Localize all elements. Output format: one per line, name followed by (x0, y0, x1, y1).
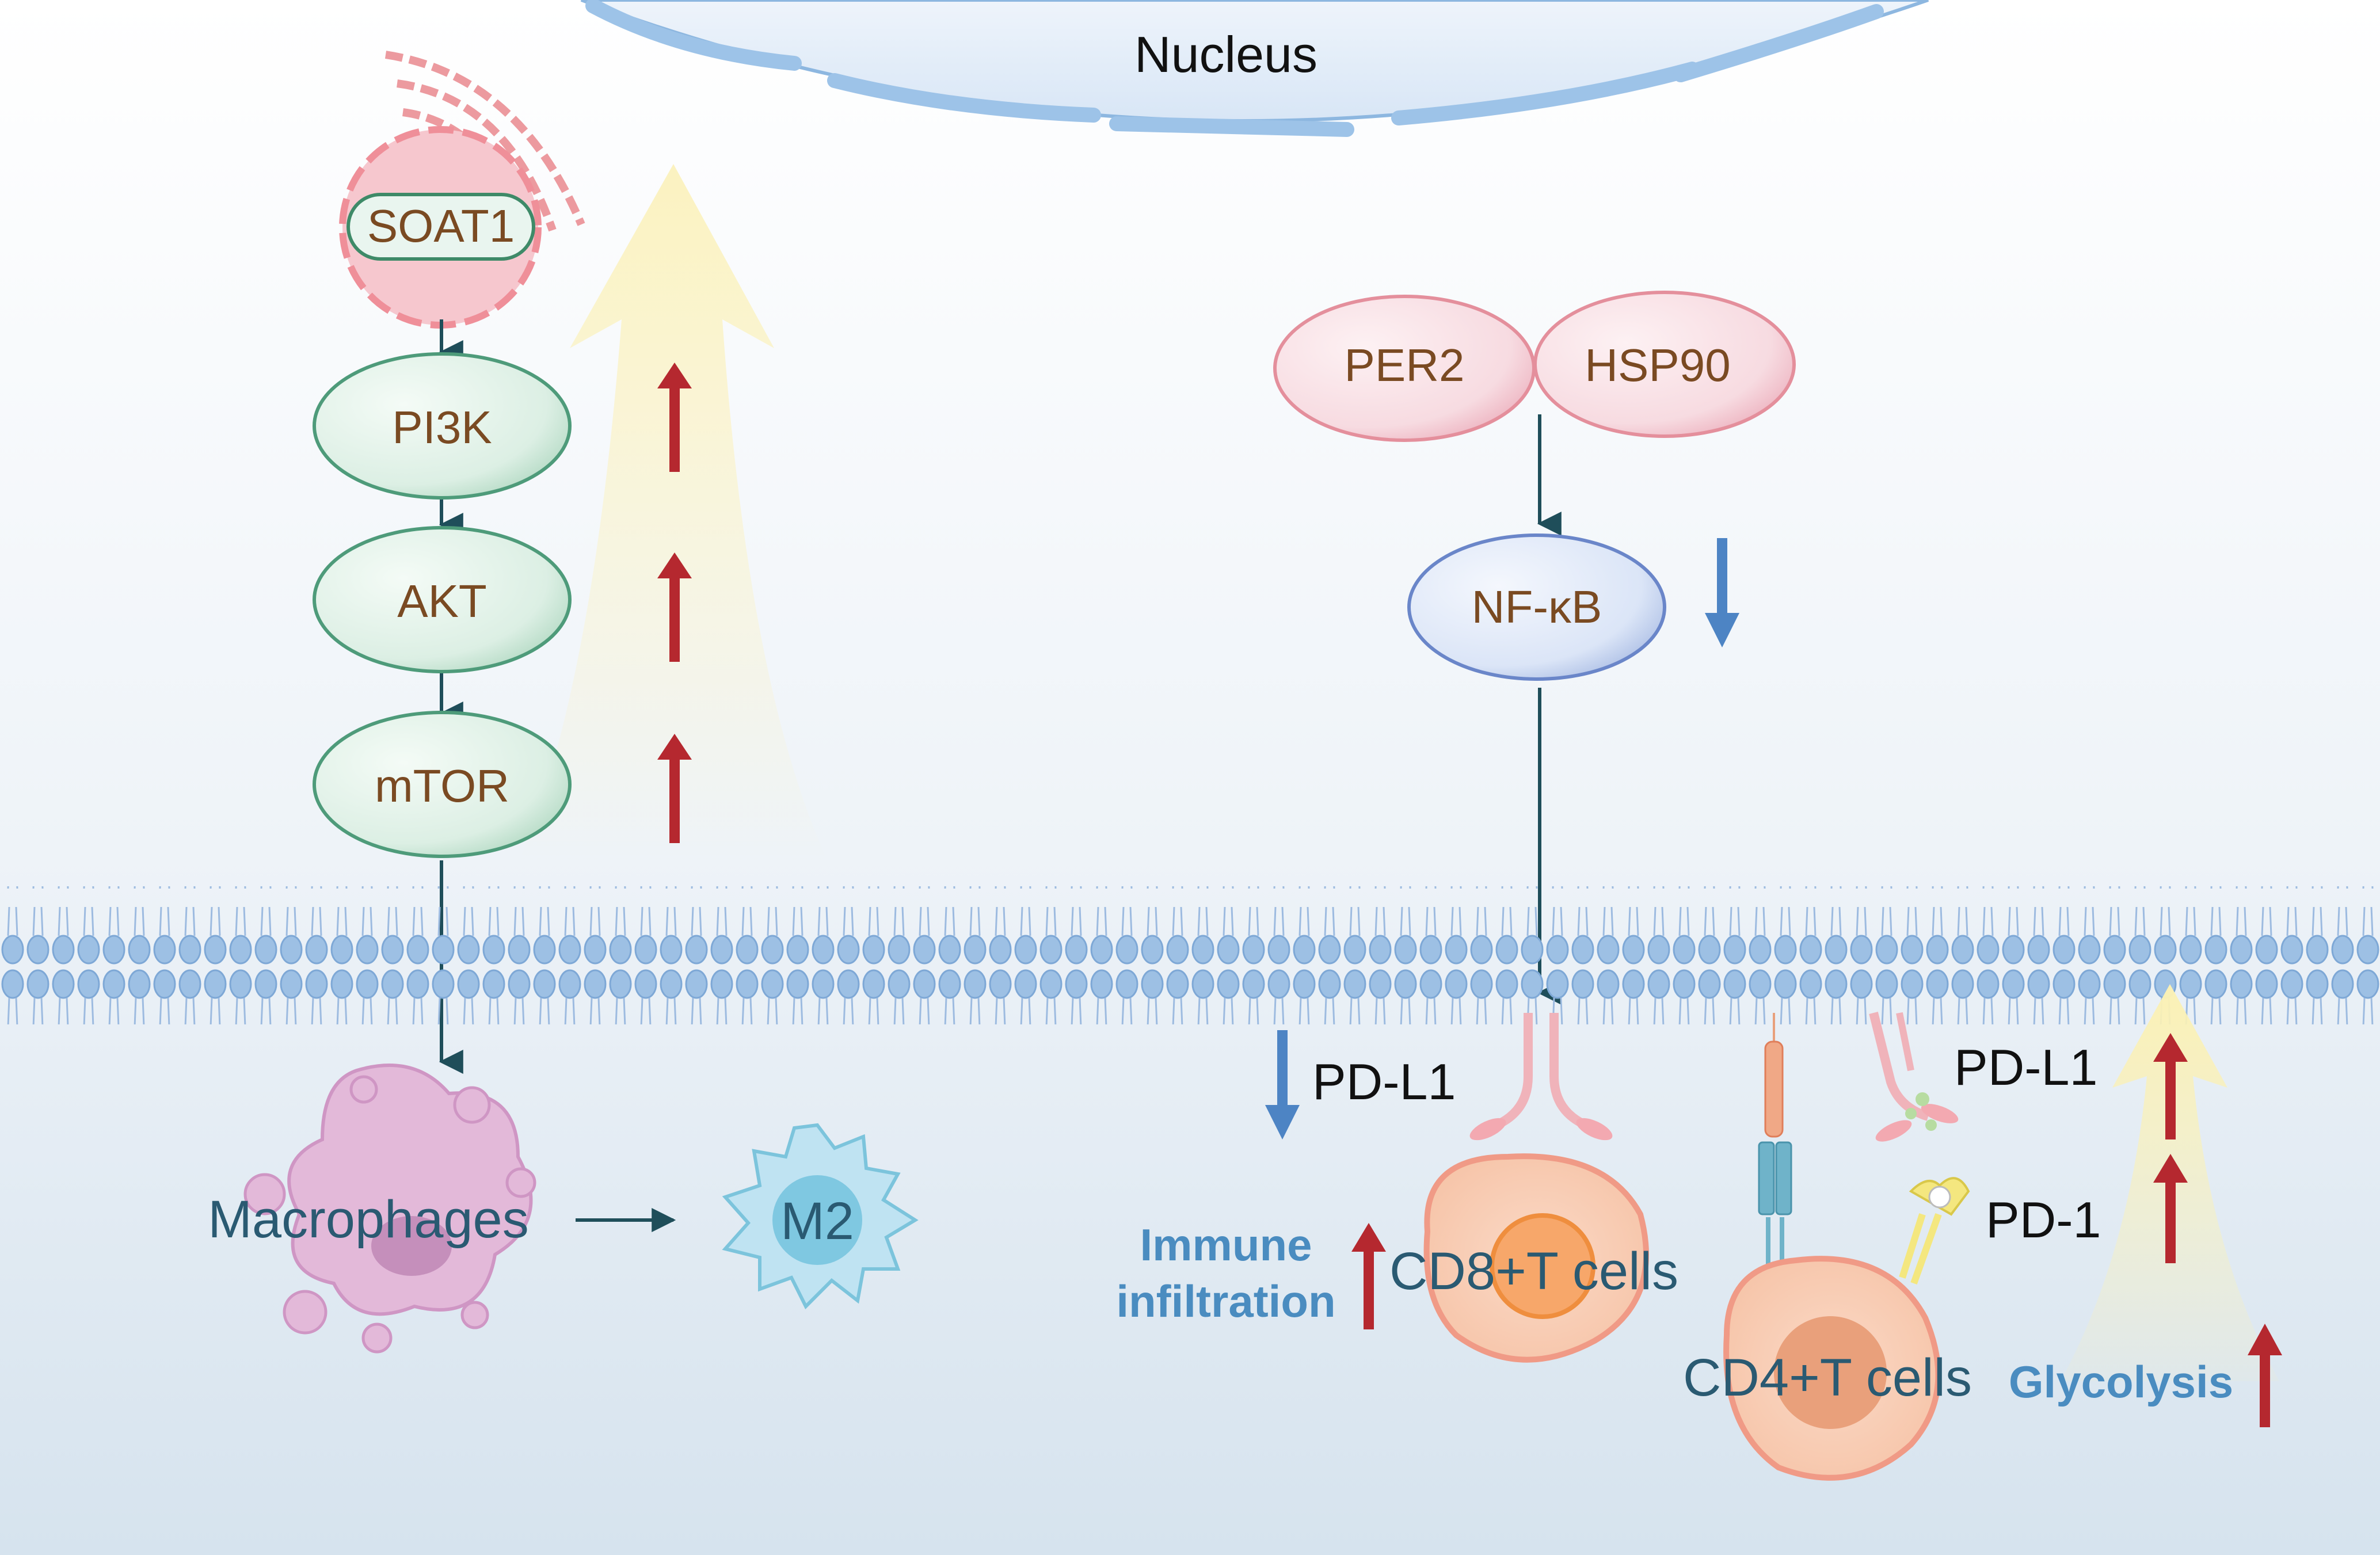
pd1-label: PD-1 (1986, 1191, 2101, 1248)
mtor-node: mTOR (313, 711, 572, 858)
up-arrow-red-pd1 (2153, 1154, 2188, 1263)
glycolysis-label: Glycolysis (2009, 1356, 2233, 1407)
soat1-label: SOAT1 (367, 200, 515, 251)
pi3k-label: PI3K (392, 402, 492, 453)
pdl1-down-label: PD-L1 (1312, 1053, 1456, 1110)
cd4-t-cell: CD4+T cells (1683, 1256, 1972, 1481)
macrophage-cell: Macrophages (208, 1064, 536, 1354)
macrophages-label: Macrophages (208, 1190, 528, 1249)
up-arrow-red-pdl1 (2153, 1033, 2188, 1139)
down-arrow-blue-nfkb (1705, 538, 1739, 647)
immune-label-line2: infiltration (1116, 1276, 1335, 1327)
nucleus: Nucleus (580, 0, 1929, 137)
nfkb-label: NF-κB (1472, 581, 1602, 632)
nfkb-node: NF-κB (1407, 533, 1666, 681)
soat1-node: SOAT1 (346, 193, 535, 261)
pi3k-node: PI3K (313, 352, 572, 500)
pdl1-receptor-left (1469, 1013, 1613, 1141)
immune-label-line1: Immune (1140, 1219, 1312, 1270)
m2-label: M2 (780, 1192, 854, 1251)
cd8-label: CD8+T cells (1389, 1242, 1678, 1301)
up-arrow-red-glycolysis (2248, 1324, 2282, 1427)
cd4-label: CD4+T cells (1683, 1348, 1972, 1407)
per2-node: PER2 (1273, 295, 1536, 442)
hsp90-node: HSP90 (1533, 291, 1796, 438)
akt-label: AKT (397, 575, 487, 627)
up-arrow-red-2 (657, 552, 692, 662)
pdl1-up-label: PD-L1 (1954, 1039, 2097, 1096)
down-arrow-blue-pdl1 (1265, 1030, 1300, 1139)
pdl1-receptor-right (1869, 1012, 1959, 1142)
mtor-label: mTOR (375, 760, 509, 811)
m2-macrophage: M2 (722, 1123, 919, 1310)
cell-membrane (0, 886, 2380, 1024)
up-arrow-red-immune (1351, 1223, 1386, 1329)
hsp90-label: HSP90 (1585, 340, 1730, 391)
upregulation-trend-arrow-left (518, 164, 829, 863)
akt-node: AKT (313, 526, 572, 673)
up-arrow-red-1 (657, 363, 692, 472)
cd8-t-cell: CD8+T cells (1389, 1153, 1678, 1363)
up-arrow-red-3 (657, 734, 692, 843)
nucleus-label: Nucleus (1134, 26, 1317, 83)
per2-label: PER2 (1345, 340, 1465, 391)
pd1-receptor (1899, 1177, 1970, 1285)
